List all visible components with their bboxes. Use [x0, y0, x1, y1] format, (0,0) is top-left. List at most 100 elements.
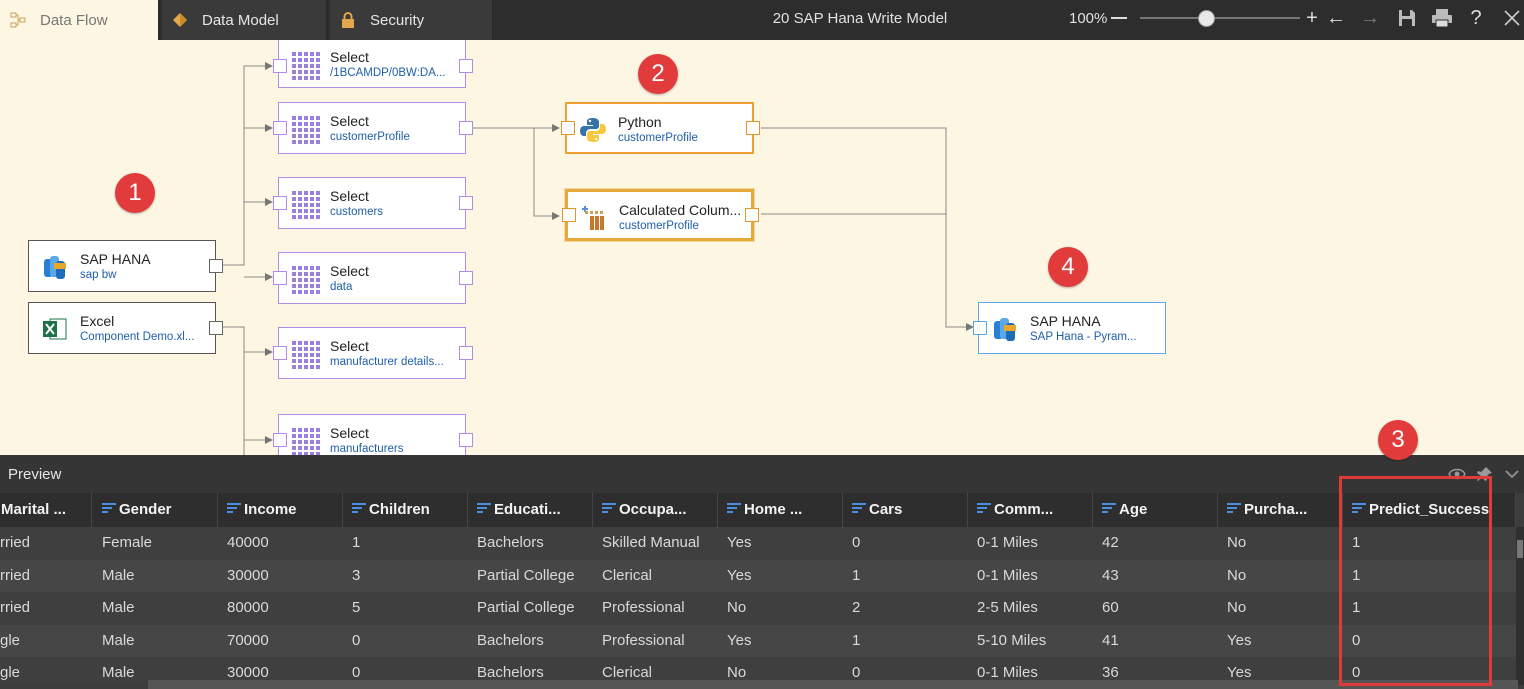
output-port[interactable] — [209, 321, 223, 335]
input-port[interactable] — [273, 59, 287, 73]
tab-data-model[interactable]: Data Model — [162, 0, 328, 40]
field-icon — [852, 503, 866, 514]
table-cell: No — [1227, 534, 1247, 551]
calculated-column-node[interactable]: Calculated Colum... customerProfile — [562, 189, 759, 241]
table-cell: 43 — [1102, 566, 1119, 584]
table-cell: 0-1 Miles — [977, 664, 1038, 681]
data-flow-canvas[interactable]: SAP HANA sap bw Excel Component Demo.xl.… — [0, 40, 1524, 455]
select-node[interactable]: Select customerProfile — [273, 102, 473, 154]
field-icon — [102, 503, 116, 514]
redo-icon[interactable]: → — [1360, 7, 1380, 29]
excel-source-node[interactable]: Excel Component Demo.xl... — [28, 302, 223, 354]
column-header-label: Cars — [869, 501, 903, 518]
node-title: Select — [330, 113, 369, 129]
column-header[interactable]: Income — [218, 493, 343, 527]
field-icon — [727, 503, 741, 514]
column-header[interactable]: Gender — [93, 493, 218, 527]
column-header[interactable]: Home ... — [718, 493, 843, 527]
select-node[interactable]: Select customers — [273, 177, 473, 229]
output-port[interactable] — [459, 196, 473, 210]
input-port[interactable] — [273, 346, 287, 360]
output-port[interactable] — [459, 346, 473, 360]
undo-icon[interactable]: ← — [1326, 7, 1346, 29]
tab-data-flow[interactable]: Data Flow — [0, 0, 160, 40]
node-subtitle: manufacturer details... — [330, 356, 444, 368]
table-cell: gle — [0, 631, 21, 649]
output-port[interactable] — [209, 259, 223, 273]
table-cell: 0 — [352, 664, 361, 681]
column-header[interactable]: Educati... — [468, 493, 593, 527]
vertical-scroll-thumb[interactable] — [1517, 540, 1523, 558]
sap-hana-source-node[interactable]: SAP HANA sap bw — [28, 240, 223, 292]
preview-title: Preview — [8, 466, 62, 483]
input-port[interactable] — [273, 271, 287, 285]
column-header-label: Children — [369, 501, 430, 518]
table-cell: 42 — [1102, 534, 1119, 551]
table-cell: Professional — [602, 631, 685, 649]
column-header[interactable]: Age — [1093, 493, 1218, 527]
input-port[interactable] — [562, 208, 576, 222]
table-grid-icon — [291, 51, 320, 80]
output-port[interactable] — [459, 59, 473, 73]
column-header[interactable]: Occupa... — [593, 493, 718, 527]
top-bar: Data Flow Data Model Security 20 SAP Han… — [0, 0, 1524, 40]
step-badge-2: 2 — [638, 54, 678, 94]
input-port[interactable] — [273, 196, 287, 210]
node-subtitle: data — [330, 281, 353, 293]
select-node[interactable]: Select manufacturers — [273, 414, 473, 455]
input-port[interactable] — [973, 321, 987, 335]
zoom-slider-handle[interactable] — [1198, 10, 1215, 27]
table-cell: Bachelors — [477, 534, 544, 551]
zoom-out-icon[interactable] — [1111, 17, 1127, 19]
column-header[interactable]: Marital ... — [0, 493, 92, 527]
column-header[interactable]: Cars — [843, 493, 968, 527]
output-port[interactable] — [459, 271, 473, 285]
chevron-down-icon[interactable] — [1504, 469, 1520, 479]
output-port[interactable] — [459, 433, 473, 447]
save-icon[interactable] — [1395, 8, 1419, 28]
vertical-scrollbar[interactable] — [1516, 527, 1524, 685]
output-port[interactable] — [459, 121, 473, 135]
sap-hana-target-node[interactable]: SAP HANA SAP Hana - Pyram... — [973, 302, 1166, 354]
column-header-label: Gender — [119, 501, 172, 518]
output-port[interactable] — [746, 121, 760, 135]
table-cell: 0-1 Miles — [977, 566, 1038, 584]
print-icon[interactable] — [1430, 8, 1454, 28]
table-cell: No — [1227, 566, 1247, 584]
column-header[interactable]: Comm... — [968, 493, 1093, 527]
node-title: Excel — [80, 313, 115, 329]
column-header[interactable]: Purcha... — [1218, 493, 1343, 527]
column-header[interactable]: Children — [343, 493, 468, 527]
zoom-slider[interactable] — [1140, 17, 1300, 19]
select-node[interactable]: Select manufacturer details... — [273, 327, 473, 379]
table-cell: Yes — [727, 566, 752, 584]
field-icon — [1352, 503, 1366, 514]
horizontal-scrollbar[interactable] — [148, 680, 1518, 689]
output-port[interactable] — [745, 208, 759, 222]
input-port[interactable] — [273, 121, 287, 135]
table-cell: 1 — [852, 631, 861, 649]
help-icon[interactable]: ? — [1470, 7, 1482, 29]
input-port[interactable] — [273, 433, 287, 447]
node-title: Calculated Colum... — [619, 202, 742, 218]
select-node[interactable]: Select data — [273, 252, 473, 304]
column-header[interactable]: Predict_Success — [1343, 493, 1516, 527]
calculated-column-icon — [582, 206, 604, 230]
node-title: Python — [618, 114, 662, 130]
select-node[interactable]: Select /1BCAMDP/0BW:DA... — [273, 40, 473, 88]
table-cell: Partial College — [477, 599, 575, 616]
close-icon[interactable] — [1500, 9, 1524, 27]
table-cell: 40000 — [227, 534, 269, 551]
input-port[interactable] — [561, 121, 575, 135]
field-icon — [352, 503, 366, 514]
table-cell: Yes — [727, 534, 752, 551]
python-node[interactable]: Python customerProfile — [561, 102, 760, 154]
zoom-in-icon[interactable]: + — [1306, 7, 1318, 29]
predict-success-highlight — [1339, 476, 1492, 686]
tab-security[interactable]: Security — [330, 0, 494, 40]
